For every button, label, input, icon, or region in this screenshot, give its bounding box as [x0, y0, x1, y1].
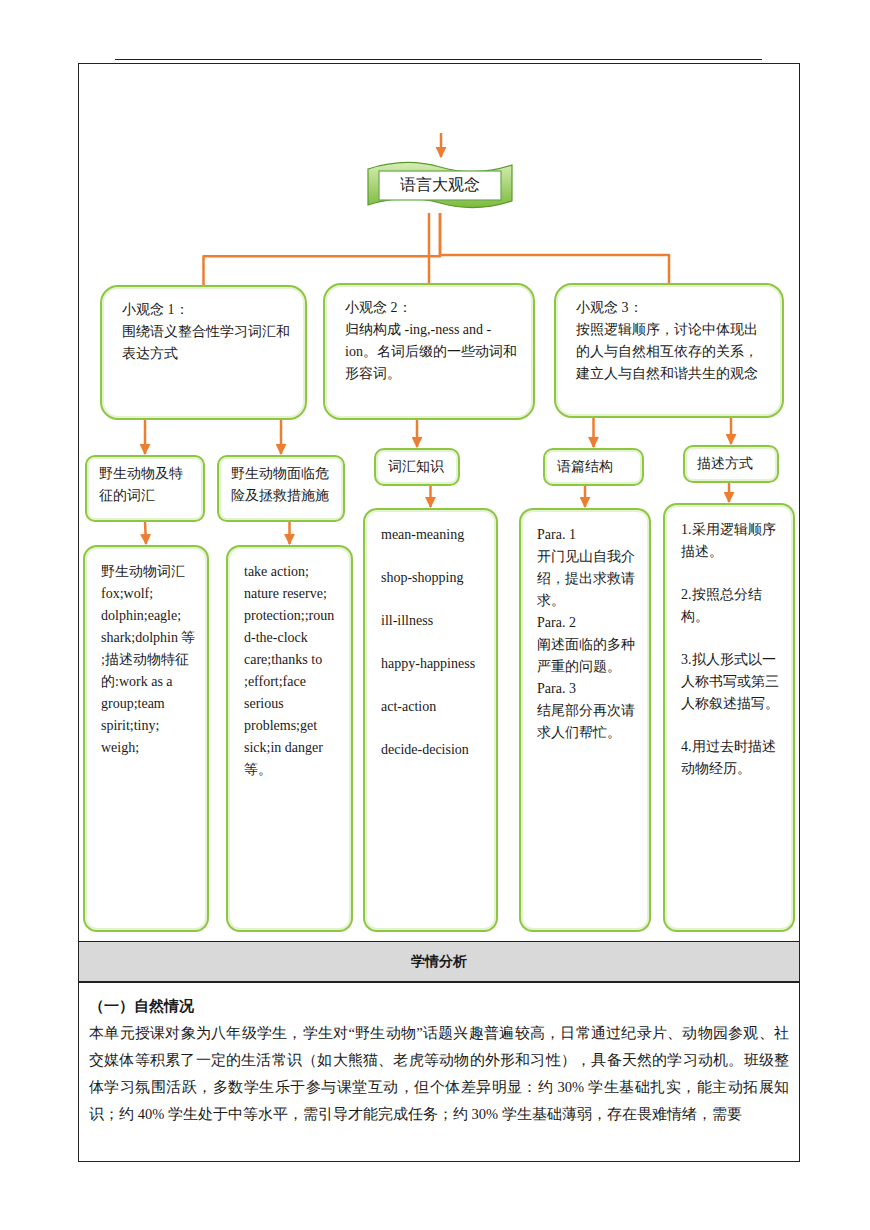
- content-box-text: mean-meaning: [381, 524, 486, 546]
- idea-box: 小观念 3：按照逻辑顺序，讨论中体现出的人与自然相互依存的关系，建立人与自然和谐…: [554, 283, 784, 418]
- banner-flag: 语言大观念: [365, 157, 515, 213]
- content-box-text: 结尾部分再次请求人们帮忙。: [537, 700, 639, 744]
- connector: [280, 420, 283, 454]
- connector: [204, 213, 441, 285]
- content-box-text: 阐述面临的多种严重的问题。: [537, 634, 639, 678]
- table-cell-text: （一）自然情况: [89, 993, 789, 1020]
- category-box: 描述方式: [683, 445, 779, 483]
- content-box-text: Para. 1: [537, 524, 639, 546]
- content-box-text: act-action: [381, 696, 486, 718]
- content-box-text: Para. 2: [537, 612, 639, 634]
- header-rule: [115, 59, 762, 60]
- connector: [730, 418, 733, 444]
- table-top: [78, 63, 800, 64]
- connector: [416, 420, 419, 447]
- content-box-text: decide-decision: [381, 739, 486, 761]
- table-header-band-text: 学情分析: [411, 953, 467, 971]
- content-box-text: 野生动物词汇 fox;wolf; dolphin;eagle; shark;do…: [101, 561, 197, 759]
- content-box-text: happy-happiness: [381, 653, 486, 675]
- category-box: 词汇知识: [374, 448, 460, 486]
- category-box-text: 野生动物面临危险及拯救措施施: [231, 463, 335, 507]
- table-header-band: 学情分析: [78, 941, 800, 982]
- table-frame: [78, 60, 800, 1163]
- connector: [440, 213, 669, 283]
- content-box: 野生动物词汇 fox;wolf; dolphin;eagle; shark;do…: [83, 545, 209, 932]
- flag-outline: [368, 162, 512, 207]
- idea-box-text: 小观念 2：: [345, 297, 521, 319]
- idea-box: 小观念 1：围绕语义整合性学习词汇和表达方式: [100, 285, 307, 420]
- content-box-text: ill-illness: [381, 610, 486, 632]
- content-box: mean-meaning shop-shopping ill-illness happ…: [363, 508, 498, 932]
- content-box-text: 开门见山自我介绍，提出求救请求。: [537, 546, 639, 612]
- flag-panel: [379, 171, 501, 200]
- category-box-text: 野生动物及特征的词汇: [99, 463, 195, 507]
- table-cell: （一）自然情况本单元授课对象为八年级学生，学生对“野生动物”话题兴趣普遍较高，日…: [78, 982, 800, 1162]
- content-box-text: shop-shopping: [381, 567, 486, 589]
- content-box: 1.采用逻辑顺序描述。 2.按照总分结构。 3.拟人形式以一人称书写或第三人称叙述描…: [663, 503, 795, 932]
- banner-flag-text: 语言大观念: [400, 175, 480, 196]
- connector: [288, 522, 291, 544]
- category-box: 语篇结构: [543, 448, 644, 486]
- content-box: Para. 1开门见山自我介绍，提出求救请求。Para. 2阐述面临的多种严重的…: [519, 508, 651, 932]
- table-cell-text: 本单元授课对象为八年级学生，学生对“野生动物”话题兴趣普遍较高，日常通过纪录片、…: [89, 1020, 789, 1128]
- category-box-text: 语篇结构: [557, 456, 634, 478]
- idea-box-text: 按照逻辑顺序，讨论中体现出的人与自然相互依存的关系，建立人与自然和谐共生的观念: [576, 319, 770, 385]
- idea-box-text: 小观念 1：: [122, 299, 293, 321]
- content-box-text: 2.按照总分结构。: [681, 584, 783, 628]
- connector: [144, 420, 147, 454]
- idea-box: 小观念 2：归纳构成 -ing,-ness and -ion。名词后缀的一些动词…: [323, 283, 535, 420]
- connector: [584, 486, 587, 507]
- category-box: 野生动物面临危险及拯救措施施: [217, 455, 345, 522]
- category-box-text: 词汇知识: [388, 456, 450, 478]
- incoming-arrow: [440, 133, 443, 157]
- connector: [592, 418, 595, 447]
- connector: [429, 486, 432, 507]
- content-box-text: take action; nature reserve; protection;…: [244, 561, 341, 781]
- idea-box-text: 归纳构成 -ing,-ness and -ion。名词后缀的一些动词和形容词。: [345, 319, 521, 385]
- content-box-text: 4.用过去时描述动物经历。: [681, 736, 783, 780]
- connector: [145, 522, 146, 544]
- content-box: take action; nature reserve; protection;…: [226, 545, 353, 932]
- content-box-text: Para. 3: [537, 678, 639, 700]
- category-box: 野生动物及特征的词汇: [85, 455, 205, 522]
- category-box-text: 描述方式: [697, 453, 769, 475]
- content-box-text: 3.拟人形式以一人称书写或第三人称叙述描写。: [681, 649, 783, 715]
- idea-box-text: 围绕语义整合性学习词汇和表达方式: [122, 321, 293, 365]
- connector: [428, 213, 431, 283]
- content-box-text: 1.采用逻辑顺序描述。: [681, 519, 783, 563]
- connector: [728, 483, 731, 502]
- idea-box-text: 小观念 3：: [576, 297, 770, 319]
